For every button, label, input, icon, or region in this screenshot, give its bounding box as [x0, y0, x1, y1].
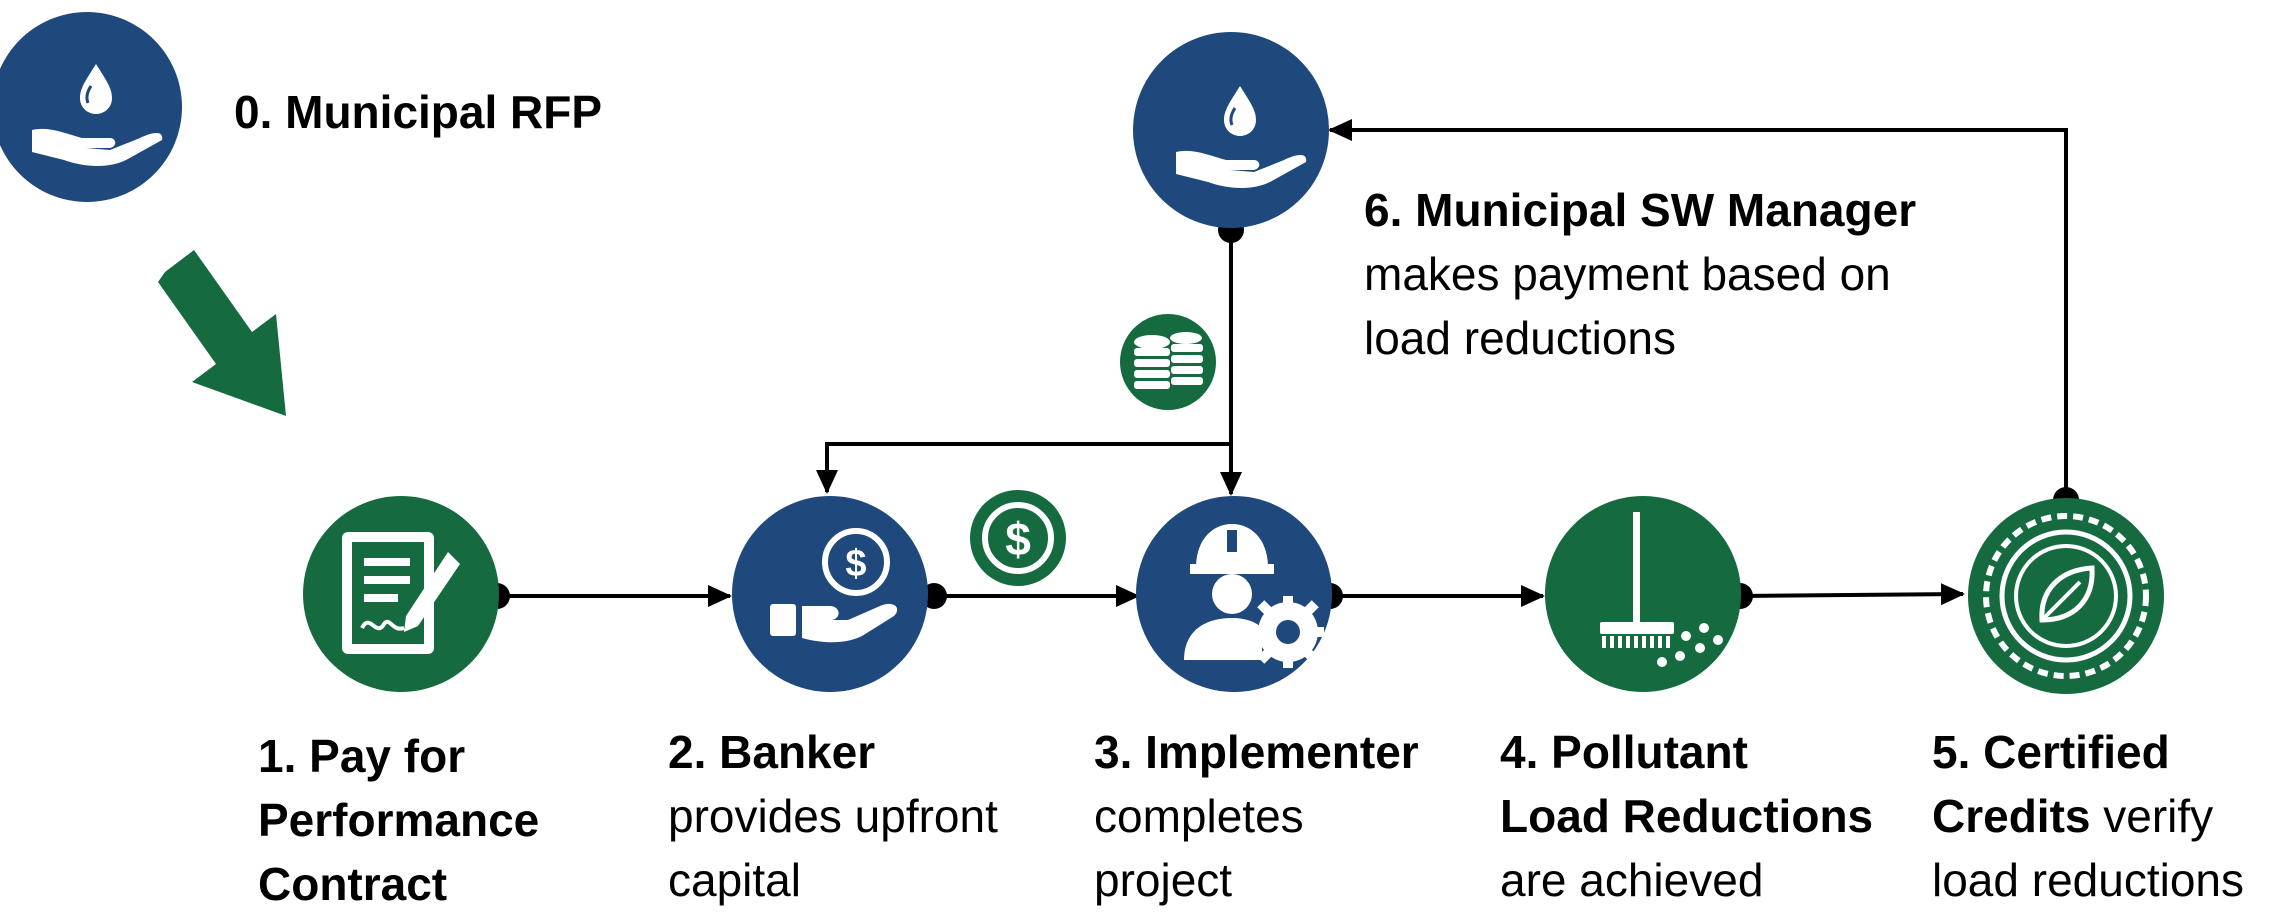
- step-2-desc-line2: capital: [668, 854, 801, 906]
- street-sweeper-icon: [1600, 512, 1723, 667]
- step-4-title-line2: Load Reductions: [1500, 790, 1874, 842]
- contract-signing-icon: [342, 532, 460, 654]
- step-6-label: 6. Municipal SW Manager makes payment ba…: [1364, 178, 1916, 370]
- step-0-label: 0. Municipal RFP: [234, 80, 602, 144]
- node-4-pollutant-load-reductions: [1545, 496, 1741, 692]
- engineer-gear-icon: [1184, 524, 1324, 668]
- node-5-certified-credits: [1968, 498, 2164, 694]
- node-6-municipal-sw-manager: [1133, 32, 1329, 228]
- svg-text:$: $: [845, 543, 866, 585]
- arrow-5-to-6: [1328, 119, 2068, 500]
- coin-stack-icon: [1120, 314, 1216, 410]
- step-2-title: 2. Banker: [668, 726, 876, 778]
- step-0-title: 0. Municipal RFP: [234, 86, 603, 138]
- step-2-desc-line1: provides upfront: [668, 790, 998, 842]
- step-2-label: 2. Banker provides upfront capital: [668, 720, 998, 912]
- step-1-label: 1. Pay for Performance Contract: [258, 724, 539, 916]
- step-5-label: 5. Certified Credits verify load reducti…: [1932, 720, 2244, 912]
- node-3-implementer: [1136, 496, 1332, 692]
- step-6-desc-line1: makes payment based on: [1364, 248, 1891, 300]
- step-5-title-line2: Credits: [1932, 790, 2091, 842]
- step-5-desc-line2: load reductions: [1932, 854, 2244, 906]
- hand-money-icon: $: [770, 528, 898, 643]
- step-5-title-line1: 5. Certified: [1932, 726, 2170, 778]
- green-start-arrow: [158, 250, 286, 416]
- step-1-title-line1: 1. Pay for: [258, 730, 466, 782]
- step-6-title: 6. Municipal SW Manager: [1364, 184, 1917, 236]
- step-1-title-line3: Contract: [258, 858, 448, 910]
- step-3-title: 3. Implementer: [1094, 726, 1419, 778]
- node-0-municipal-rfp: [0, 12, 182, 202]
- svg-text:$: $: [1005, 513, 1031, 565]
- step-3-desc-line1: completes: [1094, 790, 1304, 842]
- node-2-banker: $: [732, 496, 928, 692]
- step-5-desc-tail: verify: [2090, 790, 2214, 842]
- arrow-6-to-2: [816, 442, 1231, 494]
- arrow-4-to-5: [1739, 583, 1965, 606]
- step-6-desc-line2: load reductions: [1364, 312, 1676, 364]
- step-3-desc-line2: project: [1094, 854, 1233, 906]
- dollar-coin-icon: $: [970, 490, 1066, 586]
- step-1-title-line2: Performance: [258, 794, 540, 846]
- step-3-label: 3. Implementer completes project: [1094, 720, 1419, 912]
- step-4-desc-line1: are achieved: [1500, 854, 1764, 906]
- step-4-title-line1: 4. Pollutant: [1500, 726, 1748, 778]
- step-4-label: 4. Pollutant Load Reductions are achieve…: [1500, 720, 1873, 912]
- node-1-pay-for-performance: [303, 496, 499, 692]
- certified-leaf-seal-icon: [1983, 513, 2149, 679]
